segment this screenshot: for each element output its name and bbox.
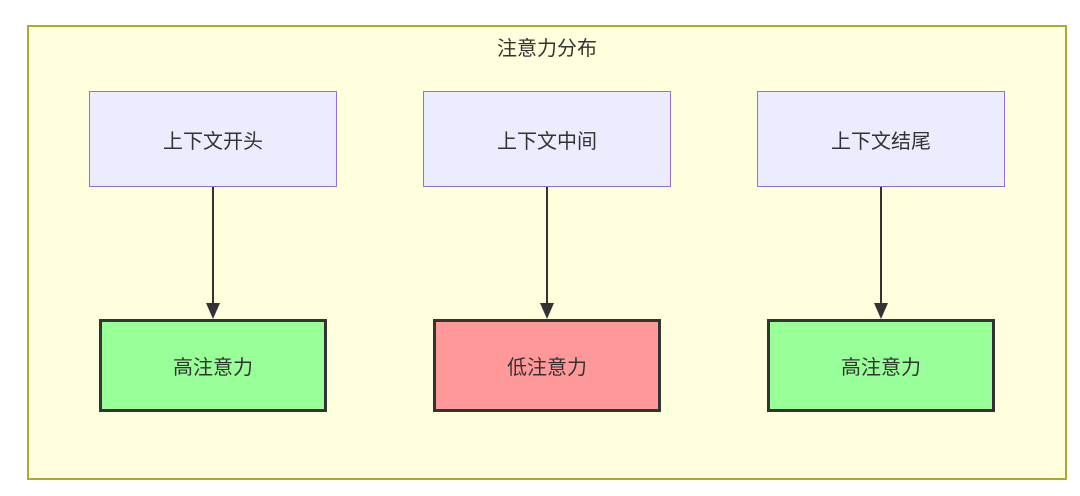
flow-columns: 上下文开头 高注意力 上下文中间 低注意力 上下文结 xyxy=(29,91,1065,412)
node-context-middle-label: 上下文中间 xyxy=(497,130,597,153)
arrow-down-icon xyxy=(874,187,888,319)
arrow-down-icon xyxy=(540,187,554,319)
node-context-start: 上下文开头 xyxy=(89,91,337,187)
flow-column-context-end: 上下文结尾 高注意力 xyxy=(757,91,1005,412)
node-attention-end: 高注意力 xyxy=(767,319,995,412)
node-context-start-label: 上下文开头 xyxy=(163,130,263,153)
diagram-title: 注意力分布 xyxy=(497,38,597,60)
node-attention-middle: 低注意力 xyxy=(433,319,661,412)
node-attention-start-label: 高注意力 xyxy=(173,357,253,379)
flow-column-context-start: 上下文开头 高注意力 xyxy=(89,91,337,412)
node-context-middle: 上下文中间 xyxy=(423,91,671,187)
flow-column-context-middle: 上下文中间 低注意力 xyxy=(423,91,671,412)
attention-distribution-diagram: 注意力分布 上下文开头 高注意力 上下文中间 低注意力 xyxy=(27,25,1067,480)
node-context-end-label: 上下文结尾 xyxy=(831,130,931,153)
arrow-down-icon xyxy=(206,187,220,319)
node-attention-start: 高注意力 xyxy=(99,319,327,412)
node-attention-middle-label: 低注意力 xyxy=(507,357,587,379)
node-context-end: 上下文结尾 xyxy=(757,91,1005,187)
node-attention-end-label: 高注意力 xyxy=(841,357,921,379)
